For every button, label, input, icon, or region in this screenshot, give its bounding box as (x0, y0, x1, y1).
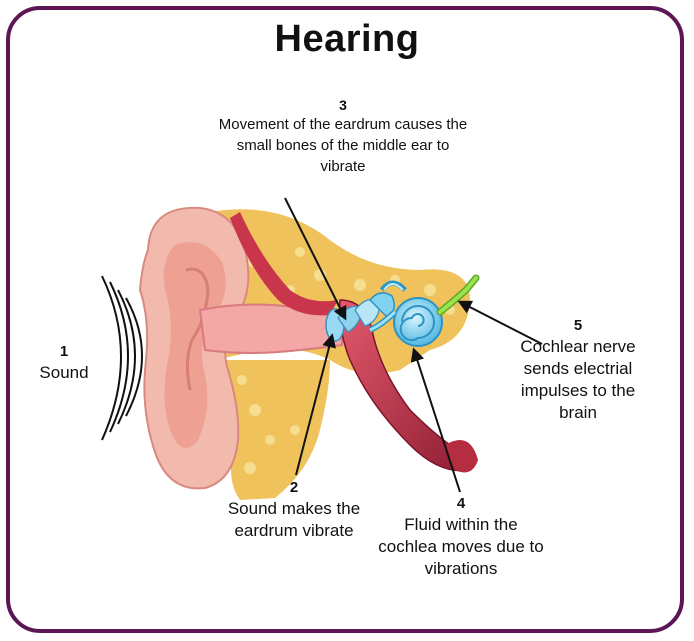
label-cochlear-nerve: 5 Cochlear nerve sends electrial impulse… (508, 316, 648, 424)
label-text: Sound (28, 362, 100, 384)
label-number: 1 (28, 342, 100, 362)
label-text: Movement of the eardrum causes the small… (218, 114, 468, 177)
label-text: Sound makes the eardrum vibrate (214, 498, 374, 542)
label-number: 4 (376, 494, 546, 514)
label-text: Fluid within the cochlea moves due to vi… (376, 514, 546, 580)
label-cochlea: 4 Fluid within the cochlea moves due to … (376, 494, 546, 580)
label-sound: 1 Sound (28, 342, 100, 384)
label-number: 2 (214, 478, 374, 498)
label-number: 3 (218, 96, 468, 114)
sound-waves (102, 276, 142, 440)
label-eardrum: 2 Sound makes the eardrum vibrate (214, 478, 374, 542)
label-number: 5 (508, 316, 648, 336)
label-ossicles: 3 Movement of the eardrum causes the sma… (218, 96, 468, 177)
label-text: Cochlear nerve sends electrial impulses … (508, 336, 648, 424)
